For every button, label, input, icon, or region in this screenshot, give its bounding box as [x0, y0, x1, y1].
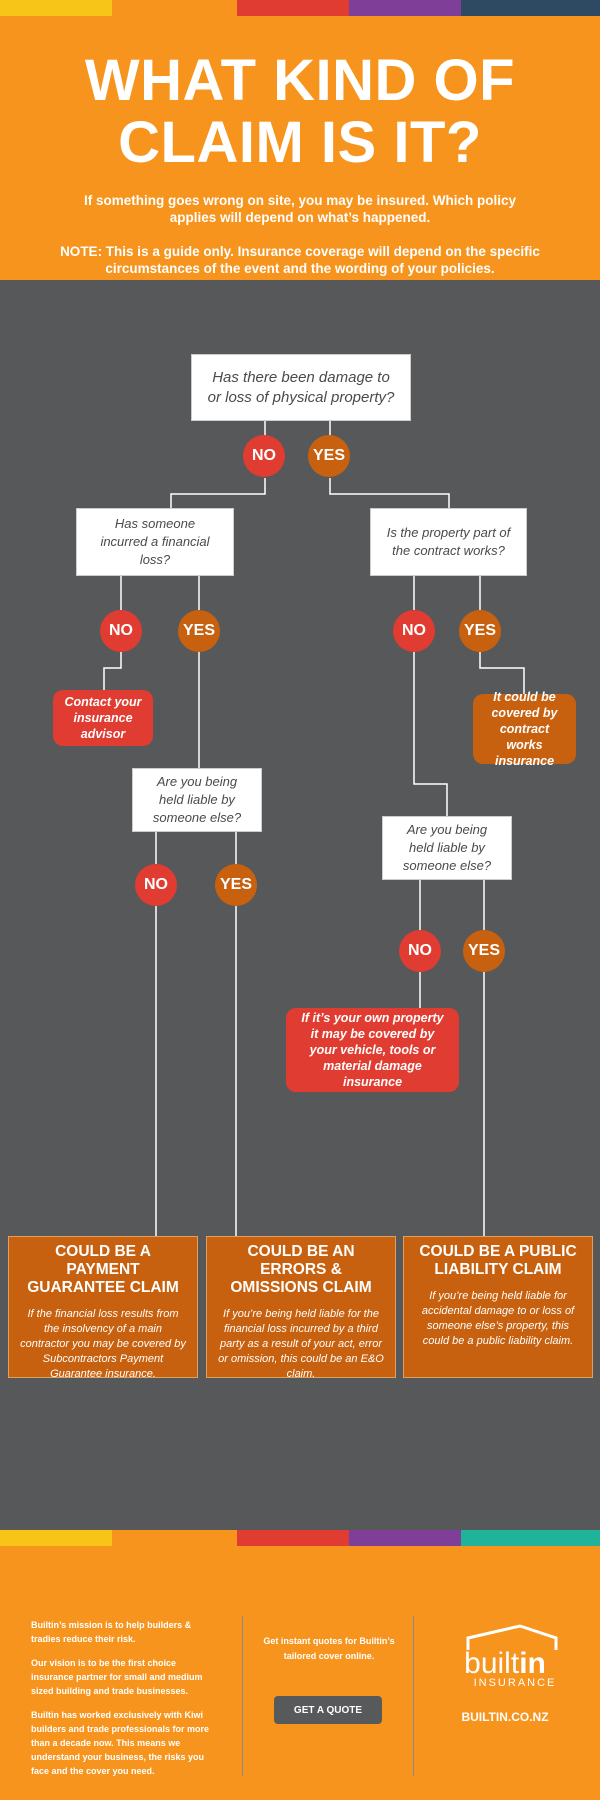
question-financial-loss: Has someone incurred a financial loss? — [76, 508, 234, 576]
title-line-2: CLAIM IS IT? — [118, 110, 482, 175]
connector-to-advisor — [103, 652, 122, 690]
bottom-color-stripe — [0, 1530, 600, 1546]
connector-no-q2 — [170, 478, 266, 508]
footer-divider-1 — [242, 1616, 243, 1776]
claim-public-liability: COULD BE A PUBLIC LIABILITY CLAIM If you… — [403, 1236, 593, 1378]
house-roof-icon — [466, 1624, 558, 1650]
title-line-1: WHAT KIND OF — [84, 48, 516, 113]
connector-to-q5 — [413, 652, 448, 816]
logo-wordmark: builtin — [464, 1647, 546, 1680]
footer-mission: Builtin’s mission is to help builders & … — [31, 1620, 192, 1644]
claim-text: If the financial loss results from the i… — [20, 1308, 186, 1380]
claim-errors-omissions: COULD BE AN ERRORS & OMISSIONS CLAIM If … — [206, 1236, 396, 1380]
footer-divider-2 — [413, 1616, 414, 1776]
logo-insurance: INSURANCE — [473, 1677, 557, 1689]
question-damage: Has there been damage to or loss of phys… — [191, 354, 411, 421]
subtitle: If something goes wrong on site, you may… — [83, 193, 517, 225]
q2-no: NO — [100, 610, 142, 652]
question-contract-works: Is the property part of the contract wor… — [370, 508, 527, 576]
footer-vision: Our vision is to be the first choice ins… — [31, 1658, 203, 1696]
claim-text: If you’re being held liable for the fina… — [218, 1308, 384, 1380]
question-held-liable-right: Are you being held liable by someone els… — [382, 816, 512, 880]
footer-about: Builtin’s mission is to help builders & … — [31, 1618, 216, 1788]
q2-yes: YES — [178, 610, 220, 652]
claim-title: COULD BE AN ERRORS & OMISSIONS CLAIM — [230, 1243, 372, 1296]
footer-history: Builtin has worked exclusively with Kiwi… — [31, 1710, 210, 1776]
website-link[interactable]: BUILTIN.CO.NZ — [461, 1710, 549, 1724]
builtin-logo: builtin INSURANCE — [440, 1624, 570, 1689]
page-title: WHAT KIND OF CLAIM IS IT? — [0, 16, 600, 174]
claim-text: If you’re being held liable for accident… — [421, 1290, 575, 1347]
q5-no: NO — [399, 930, 441, 972]
header: WHAT KIND OF CLAIM IS IT? If something g… — [0, 16, 600, 280]
q4-yes: YES — [215, 864, 257, 906]
q4-no: NO — [135, 864, 177, 906]
note: NOTE: This is a guide only. Insurance co… — [60, 244, 540, 276]
outcome-contract-works: It could be covered by contract works in… — [473, 690, 576, 768]
top-color-stripe — [0, 0, 600, 16]
outcome-contact-advisor: Contact your insurance advisor — [53, 690, 153, 746]
claim-title: COULD BE A PAYMENT GUARANTEE CLAIM — [27, 1243, 179, 1296]
outcome-own-property: If it’s your own property it may be cove… — [286, 1008, 459, 1092]
get-quote-button[interactable]: GET A QUOTE — [274, 1696, 382, 1724]
claim-payment-guarantee: COULD BE A PAYMENT GUARANTEE CLAIM If th… — [8, 1236, 198, 1380]
claim-title: COULD BE A PUBLIC LIABILITY CLAIM — [419, 1243, 577, 1278]
footer: Builtin’s mission is to help builders & … — [0, 1546, 600, 1800]
question-held-liable-left: Are you being held liable by someone els… — [132, 768, 262, 832]
footer-quote-text: Get instant quotes for Builtin’s tailore… — [263, 1636, 395, 1661]
q1-no: NO — [243, 435, 285, 477]
q1-yes: YES — [308, 435, 350, 477]
q3-no: NO — [393, 610, 435, 652]
q3-yes: YES — [459, 610, 501, 652]
connector-yes-q3 — [329, 478, 450, 508]
q5-yes: YES — [463, 930, 505, 972]
connector-to-contract — [479, 652, 525, 694]
